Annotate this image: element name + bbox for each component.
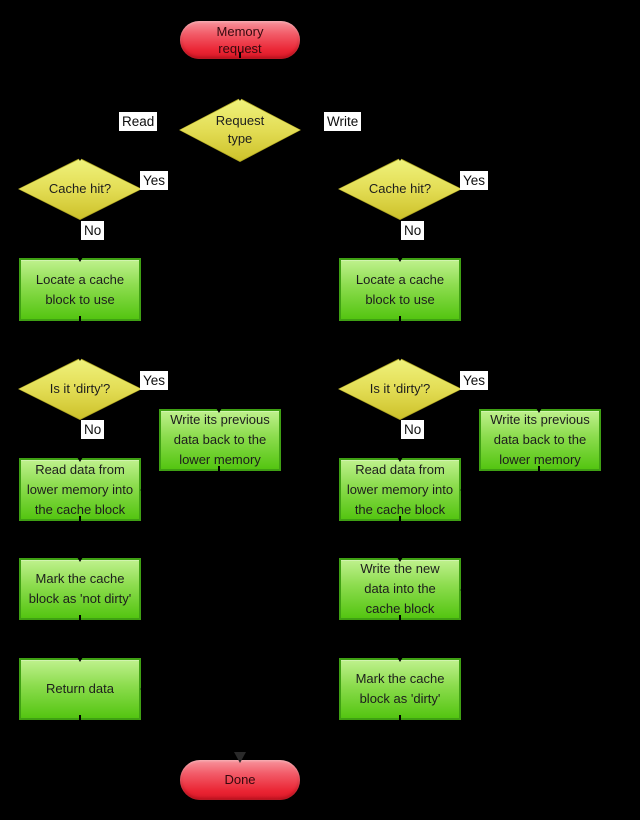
node-label: Read data from lower memory into the cac… — [346, 461, 454, 517]
request-type-decision: Request type — [179, 98, 301, 162]
node-label: Write its previous data back to the lowe… — [170, 412, 270, 467]
node-label: Locate a cache block to use — [355, 271, 445, 307]
memory-request-node: Memory request — [180, 21, 300, 59]
cache-hit-decision-write: Cache hit? — [338, 158, 462, 220]
node-label: Done — [224, 772, 256, 787]
return-data-process: Return data — [19, 658, 141, 720]
dirty-decision-read: Is it 'dirty'? — [18, 358, 142, 420]
mark-not-dirty-process: Mark the cache block as 'not dirty' — [19, 558, 141, 620]
write-back-process-read: Write its previous data back to the lowe… — [159, 409, 281, 471]
node-label: Cache hit? — [368, 181, 432, 196]
node-label: Write the new data into the cache block — [360, 561, 440, 616]
node-label: Return data — [46, 681, 114, 696]
edge-label-yes-write-dirty: Yes — [460, 371, 489, 390]
write-back-process-write: Write its previous data back to the lowe… — [479, 409, 601, 471]
cache-hit-decision-read: Cache hit? — [18, 158, 142, 220]
node-label: Mark the cache block as 'dirty' — [355, 671, 445, 706]
locate-block-process-read: Locate a cache block to use — [19, 258, 141, 321]
dirty-decision-write: Is it 'dirty'? — [338, 358, 462, 420]
node-label: Memory request — [216, 24, 264, 56]
edge-label-write: Write — [324, 112, 362, 131]
node-label: Is it 'dirty'? — [369, 381, 431, 396]
write-new-data-process: Write the new data into the cache block — [339, 558, 461, 620]
edge-label-yes-write-hit: Yes — [460, 171, 489, 190]
node-label: Request type — [215, 113, 265, 146]
done-node: Done — [180, 760, 300, 800]
edge-label-no-read-dirty: No — [81, 420, 105, 439]
mark-dirty-process: Mark the cache block as 'dirty' — [339, 658, 461, 720]
edge-label-read: Read — [119, 112, 158, 131]
read-lower-process-read: Read data from lower memory into the cac… — [19, 458, 141, 521]
node-label: Read data from lower memory into the cac… — [26, 461, 134, 517]
node-label: Write its previous data back to the lowe… — [490, 412, 590, 467]
node-label: Mark the cache block as 'not dirty' — [28, 571, 132, 606]
edge-label-no-write-dirty: No — [401, 420, 425, 439]
connector-lines — [79, 55, 540, 756]
edge-label-yes-read-dirty: Yes — [140, 371, 169, 390]
edge-label-yes-read-hit: Yes — [140, 171, 169, 190]
node-label: Locate a cache block to use — [35, 271, 125, 307]
read-lower-process-write: Read data from lower memory into the cac… — [339, 458, 461, 521]
edge-label-no-read-hit: No — [81, 221, 105, 240]
edge-label-no-write-hit: No — [401, 221, 425, 240]
node-label: Is it 'dirty'? — [49, 381, 111, 396]
locate-block-process-write: Locate a cache block to use — [339, 258, 461, 321]
node-label: Cache hit? — [48, 181, 112, 196]
